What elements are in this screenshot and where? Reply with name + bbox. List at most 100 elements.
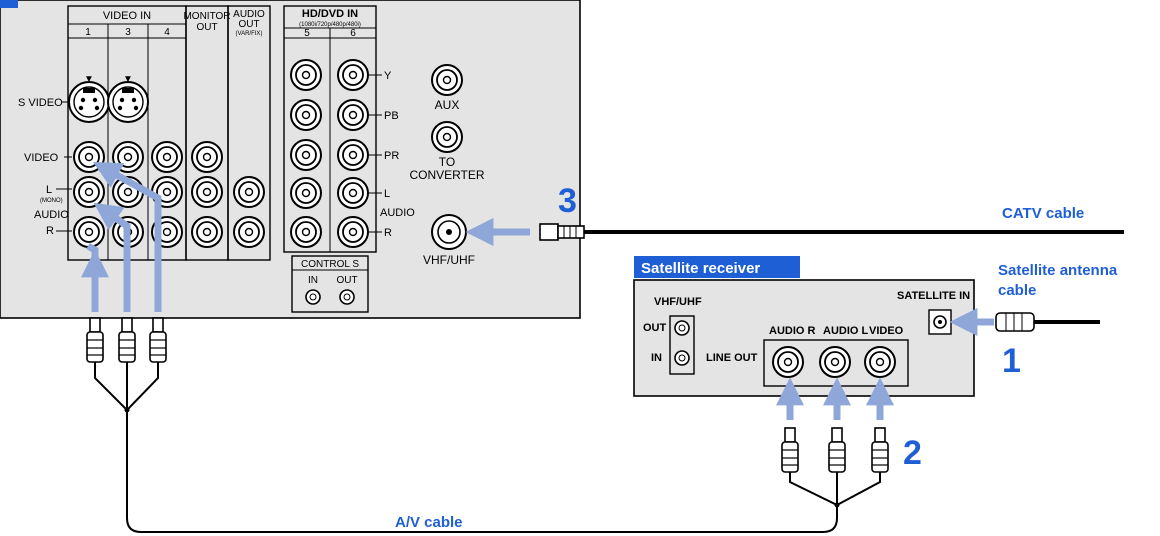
satellite-in-label: SATELLITE IN [897,290,970,302]
receiver-video-jack [864,346,896,378]
satellite-receiver: Satellite receiver VHF/UHF OUT IN LINE O… [633,256,975,397]
receiver-audio-r-jack [772,346,804,378]
catv-connector [539,223,559,241]
satellite-antenna-label-1: Satellite antenna [998,262,1118,279]
receiver-vhf-uhf-label: VHF/UHF [654,296,702,308]
vhf-uhf-tv-label: VHF/UHF [423,253,475,267]
monitor-audio-r-jack [191,216,223,248]
av-plug-left-2 [118,317,136,363]
audio-out-l-jack [233,176,265,208]
audio-r-label: R [46,225,54,237]
receiver-audio-l-label: AUDIO L [823,325,869,337]
to-label: TO [439,155,455,169]
receiver-out-jack [674,320,690,336]
av-cable-label: A/V cable [395,514,463,531]
control-s-label: CONTROL S [301,259,359,270]
video-jack-3 [112,141,144,173]
step-1: 1 [1002,342,1021,380]
hd-col-6: 6 [350,28,356,39]
control-s-in-jack [305,289,321,305]
hd-dvd-formats: (1080i/720p/480p/480i) [299,22,361,28]
monitor-label: MONITOR [183,11,230,22]
control-s-out-jack [339,289,355,305]
arrow-video [92,161,162,312]
arrow-audio-l [93,202,131,312]
audio-out-label-2: OUT [238,19,259,30]
converter-label: CONVERTER [409,168,484,182]
av-plug-right-2 [828,427,846,473]
step-2: 2 [903,434,922,472]
hd6-audio-l-jack [337,177,369,209]
satellite-receiver-title-bg [634,256,800,278]
video-in-col-3: 3 [125,27,131,38]
av-cable-line [94,362,838,533]
video-in-col-1: 1 [85,27,91,38]
s-video-label: S VIDEO [18,97,63,109]
hd6-y-jack [337,59,369,91]
hd-audio-l-label: L [384,188,390,200]
audio-r-jack-1 [73,216,105,248]
control-s-in-label: IN [308,275,318,286]
hd-audio-r-label: R [384,227,392,239]
hd6-pb-jack [337,99,369,131]
receiver-out-label: OUT [643,322,667,334]
video-in-label: VIDEO IN [103,10,151,22]
hd5-pr-jack [290,139,322,171]
s-video-jack-1 [68,81,110,123]
av-plug-right-3 [871,427,889,473]
receiver-audio-l-jack [819,346,851,378]
tv-back-panel: VIDEO IN 1 3 4 MONITOR OUT AUDIO OUT (VA… [0,0,581,319]
svg-text:▼: ▼ [84,74,94,85]
hd5-audio-l-jack [290,177,322,209]
s-video-jack-3 [107,81,149,123]
catv-cable-label: CATV cable [1002,205,1084,222]
hd5-audio-r-jack [290,216,322,248]
audio-out-r-jack [233,216,265,248]
satellite-antenna-connector [995,312,1035,332]
video-row-label: VIDEO [24,152,59,164]
aux-jack [431,64,463,96]
receiver-audio-r-label: AUDIO R [769,325,816,337]
satellite-antenna-label-2: cable [998,282,1036,299]
receiver-body [633,279,975,397]
satellite-receiver-title: Satellite receiver [641,260,760,277]
video-in-col-4: 4 [164,27,170,38]
av-plug-right-1 [781,427,799,473]
to-converter-jack [431,121,463,153]
hd-col-5: 5 [304,28,310,39]
y-label: Y [384,70,392,82]
step-3: 3 [558,182,577,220]
monitor-video-jack [191,141,223,173]
monitor-out-label: OUT [196,22,217,33]
aux-label: AUX [435,98,460,112]
audio-l-label: L [46,184,52,196]
receiver-in-label: IN [651,352,662,364]
pr-label: PR [384,150,399,162]
receiver-video-label: VIDEO [869,325,904,337]
corner-tag [0,0,18,8]
hd-dvd-label: HD/DVD IN [302,8,358,20]
audio-row-label: AUDIO [34,209,69,221]
pb-label: PB [384,110,399,122]
audio-out-block [227,5,271,261]
control-s-block [291,255,369,313]
line-out-label: LINE OUT [706,352,758,364]
av-plug-left-1 [86,317,104,363]
control-s-out-label: OUT [336,275,357,286]
audio-out-varfix: (VAR/FIX) [236,31,263,37]
connection-arrows [81,161,994,420]
svg-text:▼: ▼ [123,74,133,85]
av-plug-left-3 [149,317,167,363]
receiver-in-jack [674,350,690,366]
hd-audio-label: AUDIO [380,207,415,219]
monitor-audio-l-jack [191,176,223,208]
hd6-pr-jack [337,139,369,171]
audio-out-label-1: AUDIO [233,9,265,20]
mono-label: (MONO) [40,198,63,204]
video-jack-4 [151,141,183,173]
hd5-y-jack [290,59,322,91]
hd5-pb-jack [290,99,322,131]
audio-l-jack-1 [73,176,105,208]
